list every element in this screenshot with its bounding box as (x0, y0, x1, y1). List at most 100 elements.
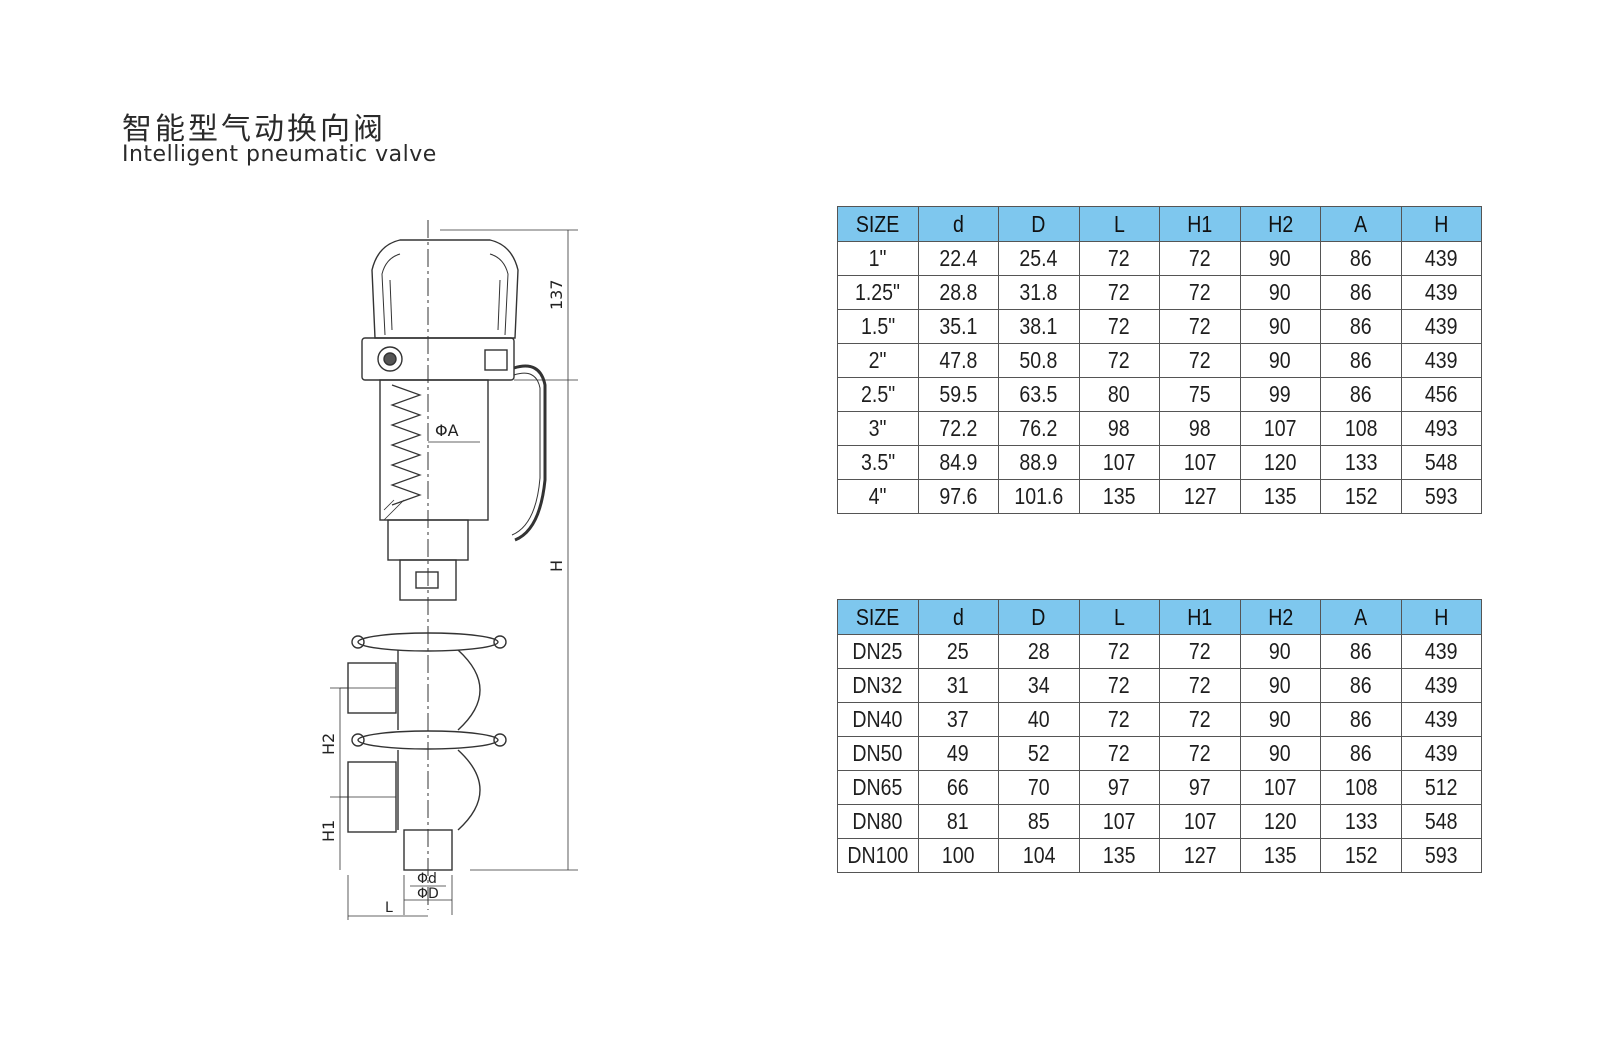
value-cell: 86 (1320, 377, 1402, 412)
value-cell: 107 (1239, 770, 1321, 805)
value-cell: 72 (1159, 275, 1241, 310)
upper-body (397, 649, 481, 731)
value-cell: 548 (1400, 804, 1482, 839)
dim-label-phiD: ΦD (417, 886, 439, 902)
value-cell: 135 (1078, 838, 1160, 873)
size-cell: DN50 (837, 736, 919, 771)
value-cell: 104 (998, 838, 1080, 873)
actuator-cylinder (379, 379, 489, 521)
valve-drawing: 137 H ΦA H2 H1 Φd ΦD L (319, 220, 578, 920)
value-cell: 66 (917, 770, 999, 805)
value-cell: 72 (1078, 343, 1160, 378)
size-cell: 1" (837, 241, 919, 276)
value-cell: 72 (1078, 702, 1160, 737)
value-cell: 72 (1078, 309, 1160, 344)
value-cell: 28 (998, 634, 1080, 669)
value-cell: 127 (1159, 479, 1241, 514)
value-cell: 72 (1078, 736, 1160, 771)
dim-label-H2: H2 (319, 733, 338, 755)
header-cell: D (998, 599, 1080, 635)
value-cell: 75 (1159, 377, 1241, 412)
value-cell: 99 (1239, 377, 1321, 412)
value-cell: 133 (1320, 804, 1402, 839)
table-header-row: SIZE d D L H1 H2 A H (837, 206, 1482, 242)
value-cell: 86 (1320, 702, 1402, 737)
indicator-light (377, 346, 403, 372)
value-cell: 439 (1400, 343, 1482, 378)
size-cell: DN25 (837, 634, 919, 669)
value-cell: 439 (1400, 668, 1482, 703)
size-cell: 3.5" (837, 445, 919, 480)
value-cell: 107 (1078, 804, 1160, 839)
value-cell: 135 (1239, 838, 1321, 873)
value-cell: 38.1 (998, 309, 1080, 344)
value-cell: 28.8 (917, 275, 999, 310)
dim-label-137: 137 (547, 279, 566, 310)
header-cell: L (1078, 206, 1160, 242)
value-cell: 31.8 (998, 275, 1080, 310)
value-cell: 63.5 (998, 377, 1080, 412)
value-cell: 72 (1159, 309, 1241, 344)
value-cell: 127 (1159, 838, 1241, 873)
header-cell: D (998, 206, 1080, 242)
value-cell: 86 (1320, 668, 1402, 703)
size-cell: DN80 (837, 804, 919, 839)
header-cell: H (1400, 599, 1482, 635)
value-cell: 72 (1078, 241, 1160, 276)
value-cell: 107 (1159, 804, 1241, 839)
value-cell: 98 (1078, 411, 1160, 446)
value-cell: 90 (1239, 702, 1321, 737)
value-cell: 25 (917, 634, 999, 669)
value-cell: 59.5 (917, 377, 999, 412)
value-cell: 100 (917, 838, 999, 873)
clamp-lower (357, 730, 499, 750)
size-cell: 4" (837, 479, 919, 514)
size-cell: 2.5" (837, 377, 919, 412)
header-cell: A (1320, 206, 1402, 242)
value-cell: 34 (998, 668, 1080, 703)
value-cell: 72 (1078, 634, 1160, 669)
value-cell: 25.4 (998, 241, 1080, 276)
clamp-upper (357, 632, 499, 652)
value-cell: 152 (1320, 838, 1402, 873)
value-cell: 97 (1159, 770, 1241, 805)
header-cell: SIZE (837, 206, 919, 242)
size-cell: 2" (837, 343, 919, 378)
value-cell: 86 (1320, 309, 1402, 344)
value-cell: 101.6 (998, 479, 1080, 514)
value-cell: 593 (1400, 838, 1482, 873)
header-cell: H1 (1159, 206, 1241, 242)
value-cell: 72 (1159, 634, 1241, 669)
value-cell: 107 (1159, 445, 1241, 480)
value-cell: 88.9 (998, 445, 1080, 480)
value-cell: 86 (1320, 241, 1402, 276)
size-cell: DN100 (837, 838, 919, 873)
header-cell: L (1078, 599, 1160, 635)
value-cell: 548 (1400, 445, 1482, 480)
value-cell: 49 (917, 736, 999, 771)
value-cell: 493 (1400, 411, 1482, 446)
value-cell: 86 (1320, 736, 1402, 771)
value-cell: 72 (1078, 275, 1160, 310)
value-cell: 72 (1159, 343, 1241, 378)
header-cell: SIZE (837, 599, 919, 635)
value-cell: 108 (1320, 770, 1402, 805)
value-cell: 90 (1239, 668, 1321, 703)
value-cell: 90 (1239, 275, 1321, 310)
size-cell: 1.5" (837, 309, 919, 344)
value-cell: 135 (1239, 479, 1321, 514)
spring (390, 384, 422, 506)
dim-label-phid: Φd (417, 871, 437, 887)
value-cell: 133 (1320, 445, 1402, 480)
value-cell: 85 (998, 804, 1080, 839)
header-cell: d (917, 599, 999, 635)
value-cell: 86 (1320, 275, 1402, 310)
